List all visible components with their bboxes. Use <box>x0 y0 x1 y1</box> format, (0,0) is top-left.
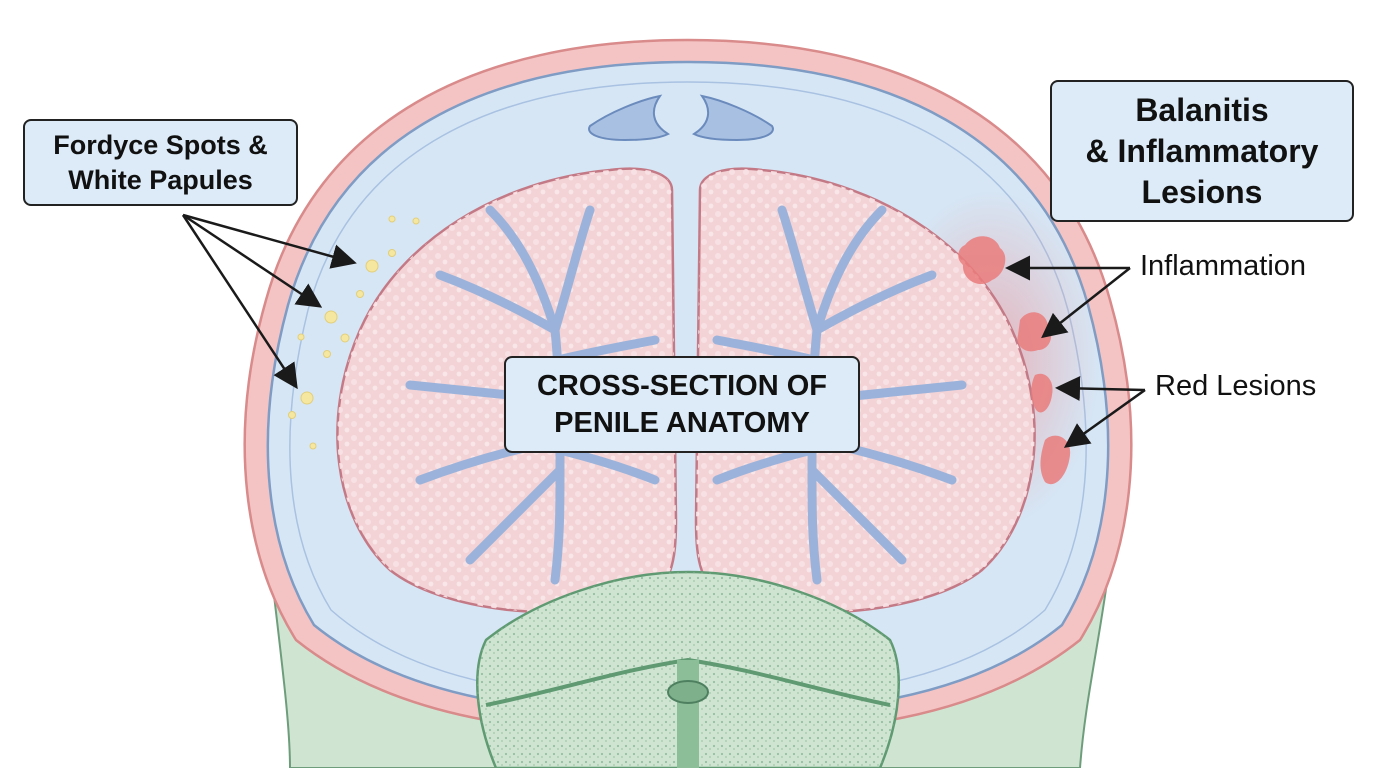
arrow <box>182 213 357 269</box>
fordyce-spots-callout: Fordyce Spots & White Papules <box>23 119 298 206</box>
inflammation-label: Inflammation <box>1140 250 1307 282</box>
title-line: PENILE ANATOMY <box>554 406 810 439</box>
title-line: CROSS-SECTION OF <box>536 369 827 402</box>
arrow <box>181 214 298 390</box>
arrow <box>182 213 323 308</box>
callout-line: Lesions <box>1141 173 1263 210</box>
callout-line: Balanitis <box>1135 91 1269 128</box>
urethra <box>667 680 709 704</box>
balanitis-callout: Balanitis & Inflammatory Lesions <box>1050 80 1354 222</box>
arrow <box>1063 388 1146 448</box>
dorsal-vessel-left <box>588 94 671 142</box>
callout-line: White Papules <box>68 164 253 195</box>
dorsal-vessel-right <box>691 94 774 142</box>
callout-line: Fordyce Spots & <box>53 129 268 160</box>
inflammation-arrows <box>1005 255 1131 339</box>
fordyce-spots <box>288 215 420 450</box>
arrow <box>1055 375 1146 401</box>
callout-line: & Inflammatory <box>1085 132 1319 169</box>
red-lesions-arrows <box>1055 375 1146 448</box>
fordyce-arrows <box>181 213 357 390</box>
red-lesions-label: Red Lesions <box>1155 370 1317 402</box>
diagram-title: CROSS-SECTION OF PENILE ANATOMY <box>504 356 860 453</box>
inflammatory-lesions <box>958 236 1071 485</box>
arrow <box>1041 267 1131 339</box>
